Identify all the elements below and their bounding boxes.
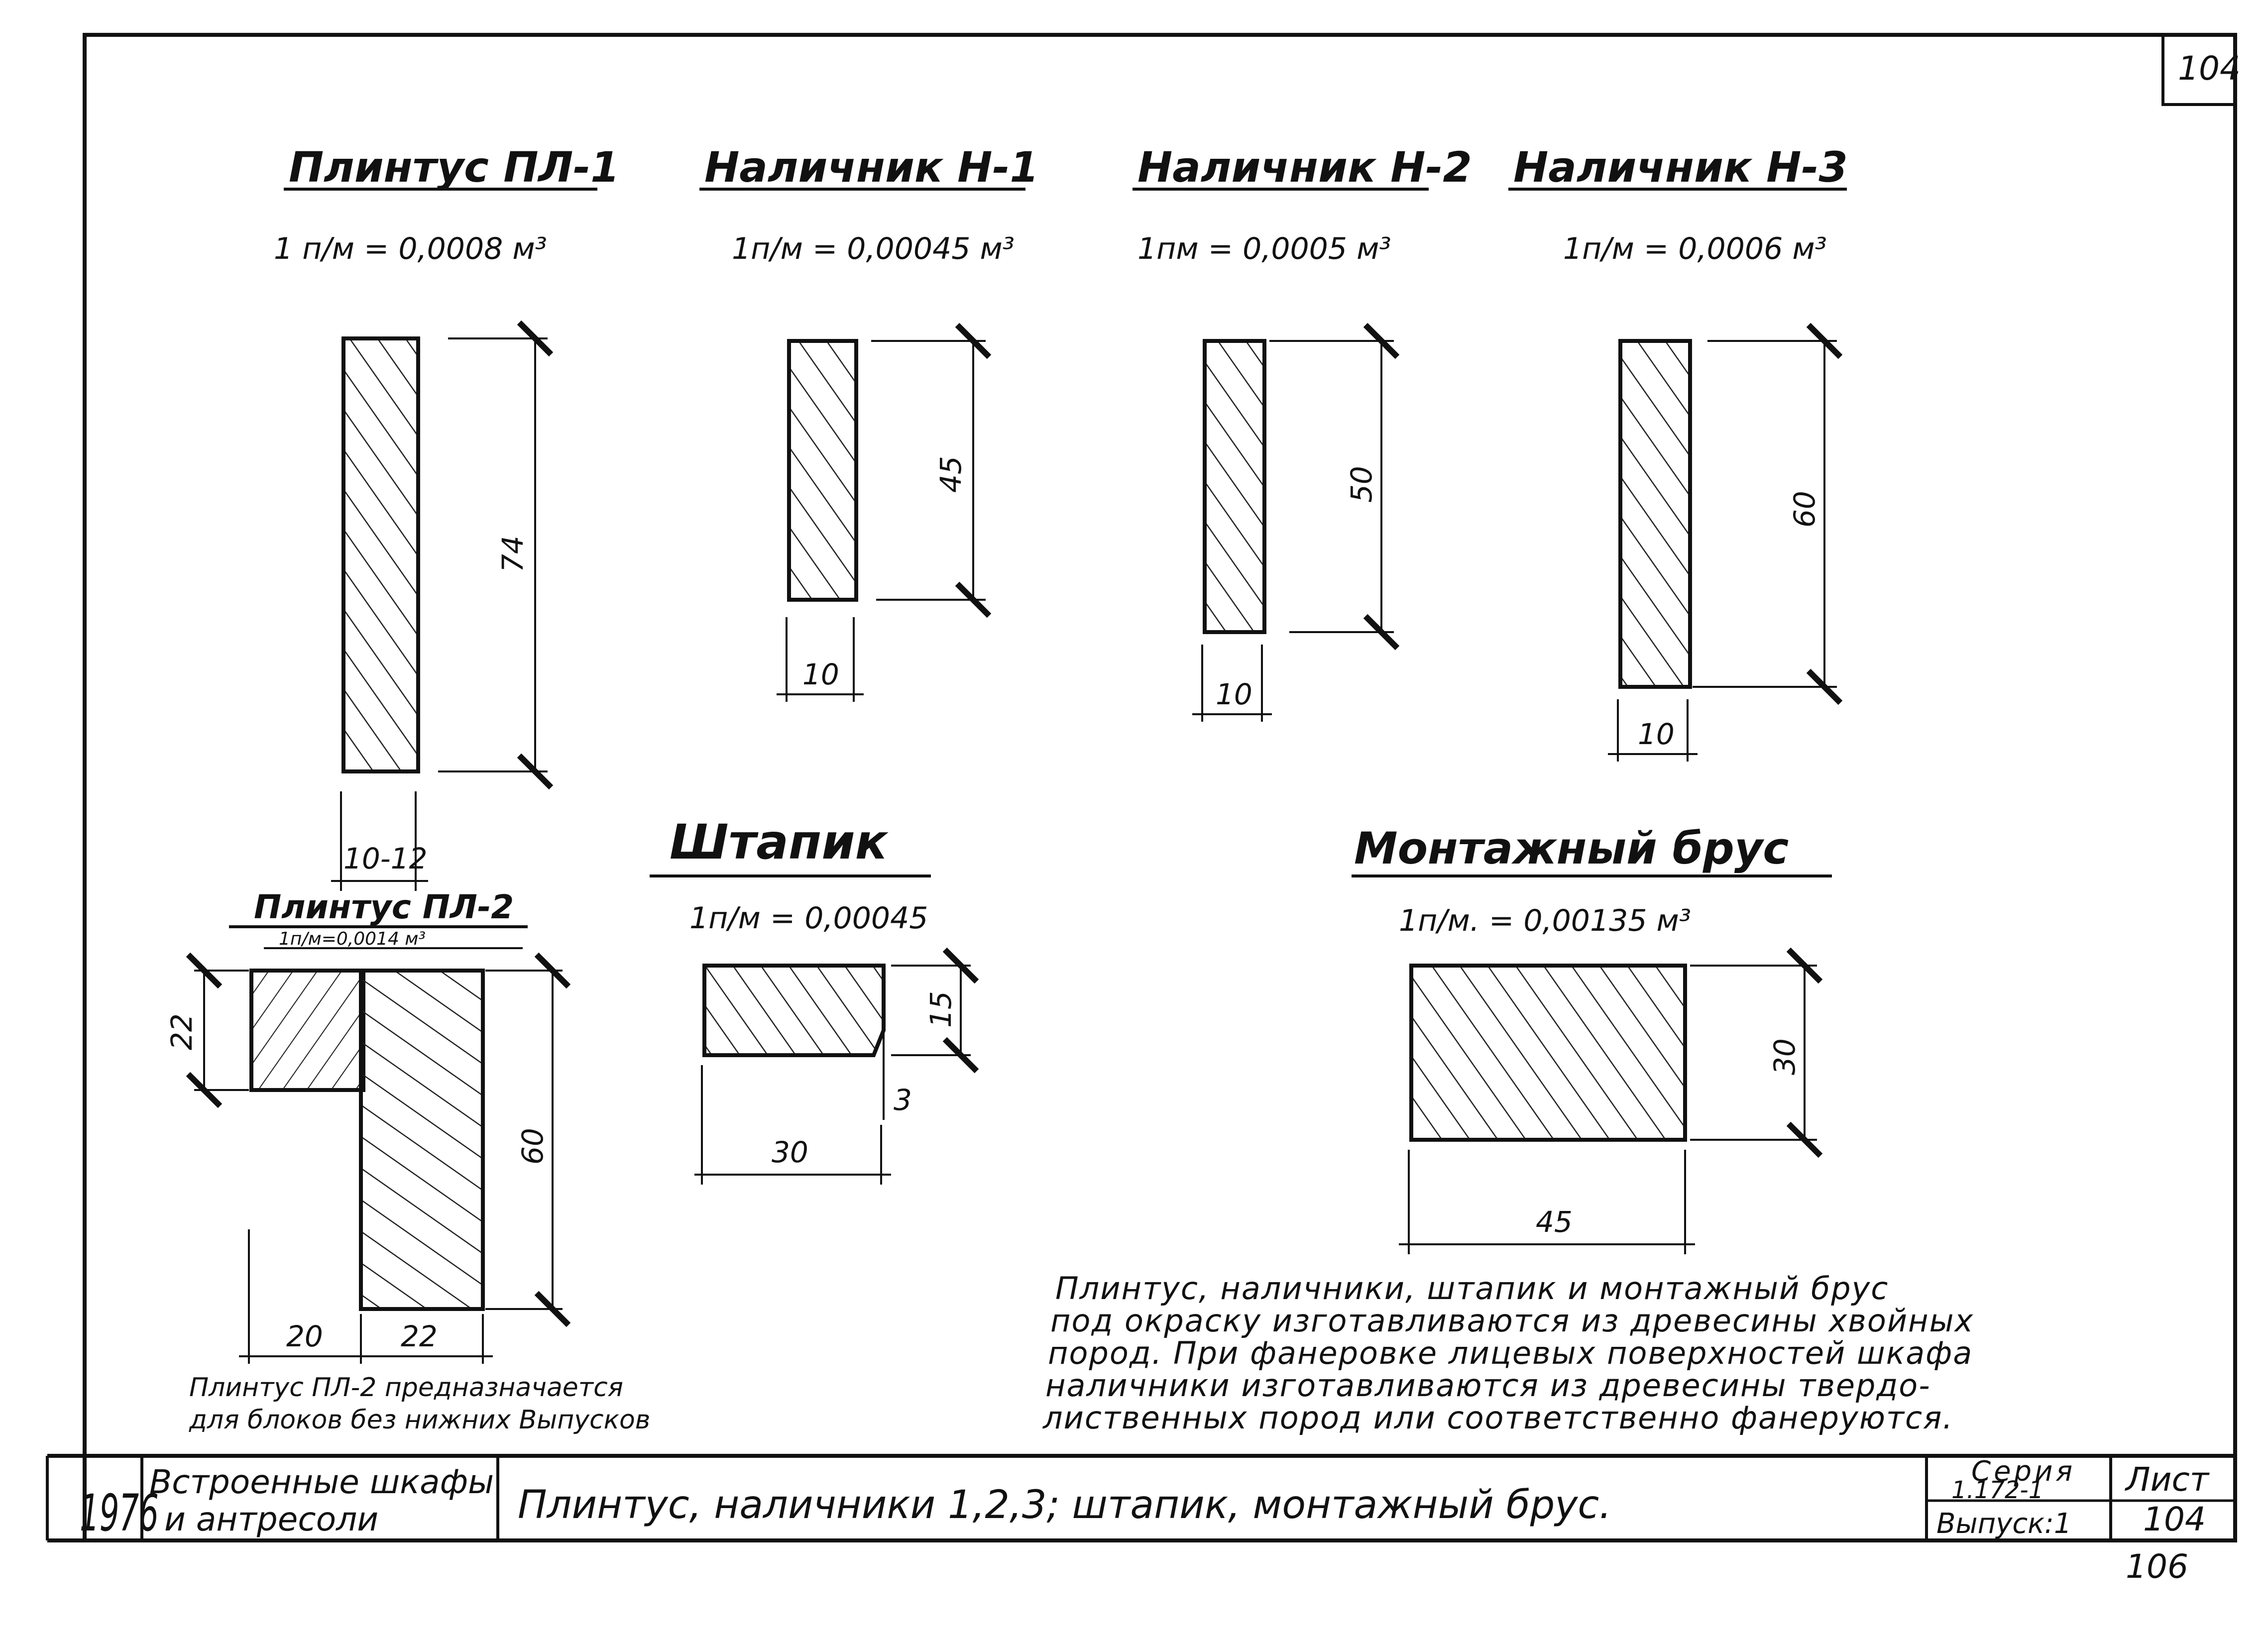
n1-volume: 1п/м = 0,00045 м³	[732, 231, 1015, 266]
brus-width-dim: 45	[1536, 1205, 1573, 1239]
n3-title: Наличник Н-3	[1513, 143, 1848, 192]
tb-project-line1: Встроенные шкафы	[149, 1463, 494, 1501]
tb-series-value: 1.172-1	[1951, 1476, 2043, 1504]
general-note-line1: Плинтус, наличники, штапик и монтажный б…	[1055, 1270, 1889, 1307]
n1-width-dim: 10	[802, 657, 839, 691]
pl2-right-dim: 22	[401, 1319, 438, 1353]
general-note-line3: пород. При фанеровке лицевых поверхносте…	[1048, 1335, 1973, 1371]
pl2-top-dim: 22	[165, 1013, 199, 1050]
n3-volume: 1п/м = 0,0006 м³	[1563, 231, 1827, 266]
pl2-note-line2: для блоков без нижних Выпусков	[189, 1405, 650, 1435]
profile-n2: Наличник Н-2 1пм = 0,0005 м³ 50 10	[1133, 143, 1472, 722]
general-note-line4: наличники изготавливаются из древесины т…	[1045, 1367, 1931, 1404]
n1-title: Наличник Н-1	[704, 143, 1039, 192]
pl2-note-line1: Плинтус ПЛ-2 предназначается	[189, 1373, 623, 1403]
brus-title: Монтажный брус	[1354, 823, 1789, 874]
pl2-volume: 1п/м=0,0014 м³	[279, 929, 426, 949]
pl2-title: Плинтус ПЛ-2	[254, 888, 514, 926]
general-note-line5: лиственных пород или соответственно фане…	[1042, 1400, 1953, 1436]
pl1-volume: 1 п/м = 0,0008 м³	[274, 231, 547, 266]
shtapik-volume: 1п/м = 0,00045	[689, 901, 928, 936]
shtapik-title: Штапик	[670, 814, 889, 870]
n2-title: Наличник Н-2	[1137, 143, 1472, 192]
profile-pl1: Плинтус ПЛ-1 1 п/м = 0,0008 м³ 74 10-12	[274, 143, 620, 891]
tb-drawing-title: Плинтус, наличники 1,2,3; штапик, монтаж…	[518, 1483, 1611, 1528]
pl1-height-dim: 74	[496, 536, 530, 572]
n2-volume: 1пм = 0,0005 м³	[1137, 231, 1391, 266]
n3-width-dim: 10	[1638, 717, 1675, 751]
n2-height-dim: 50	[1345, 466, 1378, 503]
pl2-height-dim: 60	[516, 1128, 550, 1165]
pl2-cap-section	[249, 969, 365, 1092]
profile-n3: Наличник Н-3 1п/м = 0,0006 м³ 60 10	[1508, 143, 1848, 762]
pl2-left-dim: 20	[286, 1319, 323, 1353]
tb-sheet-label: Лист	[2125, 1460, 2210, 1499]
shtapik-width-dim: 30	[772, 1135, 808, 1169]
n2-width-dim: 10	[1216, 677, 1252, 711]
n1-section	[787, 339, 858, 602]
general-note: Плинтус, наличники, штапик и монтажный б…	[1042, 1270, 1974, 1436]
tb-year: 1976	[80, 1484, 159, 1542]
tb-series-label: Серия	[1971, 1455, 2075, 1488]
n3-section	[1618, 339, 1692, 689]
pl1-section	[341, 336, 420, 773]
profile-brus: Монтажный брус 1п/м. = 0,00135 м³ 30 45	[1352, 823, 1832, 1254]
n3-height-dim: 60	[1788, 491, 1821, 528]
corner-sheet-number: 104	[2178, 49, 2241, 88]
n1-height-dim: 45	[934, 456, 968, 493]
profile-shtapik: Штапик 1п/м = 0,00045 15 3 30	[650, 814, 979, 1185]
tb-sheet-value: 104	[2143, 1500, 2206, 1538]
brus-volume: 1п/м. = 0,00135 м³	[1399, 903, 1691, 938]
corner-number-box	[2161, 33, 2237, 106]
profile-pl2: Плинтус ПЛ-2 1п/м=0,0014 м³ 22 60 20 22 …	[165, 888, 650, 1435]
tb-issue-label: Выпуск:1	[1936, 1508, 2072, 1540]
tb-project-line2: и антресоли	[164, 1500, 378, 1538]
brus-height-dim: 30	[1768, 1038, 1802, 1075]
shtapik-cut-dim: 3	[894, 1083, 912, 1117]
tb-page-number: 106	[2126, 1547, 2188, 1586]
shtapik-section	[702, 964, 886, 1057]
general-note-line2: под окраску изготавливаются из древесины…	[1050, 1303, 1974, 1339]
pl1-width-dim: 10-12	[343, 842, 428, 875]
brus-section	[1409, 964, 1687, 1142]
profile-n1: Наличник Н-1 1п/м = 0,00045 м³ 45 10	[699, 143, 1039, 702]
shtapik-height-dim: 15	[924, 991, 958, 1028]
n2-section	[1203, 339, 1266, 634]
pl2-main-section	[359, 969, 485, 1311]
pl1-title: Плинтус ПЛ-1	[289, 143, 620, 192]
title-block: 1976 Встроенные шкафы и антресоли Плинту…	[46, 1454, 2235, 1586]
